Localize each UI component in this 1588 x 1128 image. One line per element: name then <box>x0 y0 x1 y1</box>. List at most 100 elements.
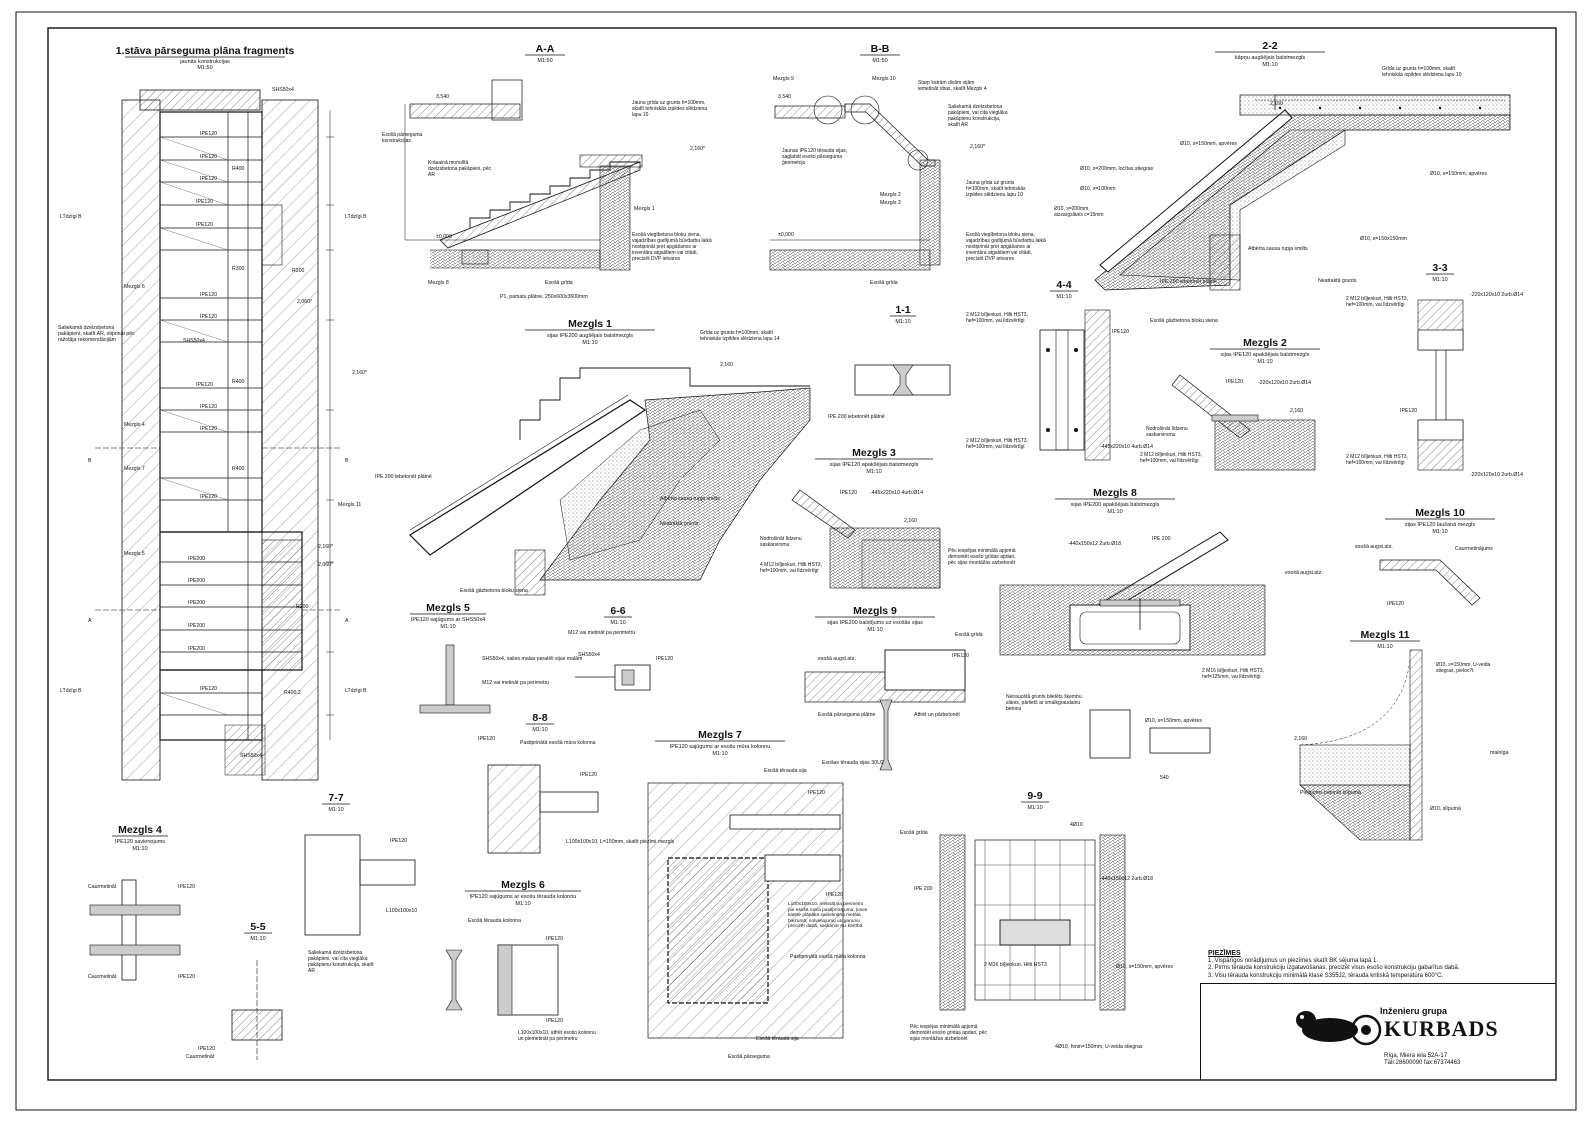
svg-text:IPE200: IPE200 <box>188 556 205 562</box>
svg-text:esošā augst.atz.: esošā augst.atz. <box>1355 544 1393 550</box>
svg-text:IPE200: IPE200 <box>188 623 205 629</box>
detail-mezgls-3: Mezgls 3 sijas IPE120 apakšējais balstme… <box>760 447 941 589</box>
svg-text:Ø10, slīpumā: Ø10, slīpumā <box>1430 806 1461 812</box>
section-3-3: 3-3 M1:10 IPE120 -220x120x10 2urb.Ø14 -2… <box>1346 262 1523 478</box>
detail-mezgls-5: Mezgls 5 IPE120 sajūgums ar SHS50x4 M1:1… <box>410 602 582 742</box>
svg-text:A: A <box>345 618 349 624</box>
svg-text:IPE200: IPE200 <box>188 600 205 606</box>
svg-text:2,160*: 2,160* <box>970 144 985 150</box>
svg-text:Atfrēt un pārbetonēt: Atfrēt un pārbetonēt <box>914 712 960 718</box>
section-mark-b-bottom: LTdzīgi B <box>60 688 82 694</box>
detail-mezgls-11: Mezgls 11 M1:10 2,160 Plejājums betonēt … <box>1294 629 1509 841</box>
svg-text:M1:10: M1:10 <box>866 469 881 475</box>
plan-beam-labels: IPE120 IPE120 IPE120 IPE120 IPE120 IPE12… <box>183 87 309 759</box>
section-9-9: 9-9 M1:10 Esošā grīda 4Ø10 IPE 200 -440x… <box>900 790 1173 1050</box>
svg-text:LTdzīgi B: LTdzīgi B <box>345 214 367 220</box>
address-line-2: Tālr.28600090 fax:67374463 <box>1384 1060 1461 1066</box>
svg-text:2,160: 2,160 <box>1290 408 1303 414</box>
svg-text:IPE120: IPE120 <box>580 772 597 778</box>
mezgls-10-title: Mezgls 10 <box>1415 507 1465 519</box>
svg-text:LTdzīgi B: LTdzīgi B <box>345 688 367 694</box>
svg-text:M1:10: M1:10 <box>867 627 882 633</box>
section-bb-title: B-B <box>871 43 890 55</box>
svg-text:Ø10, s=150mm, apvēres: Ø10, s=150mm, apvēres <box>1116 964 1173 970</box>
svg-text:Ø10, s=150mm, apvēres: Ø10, s=150mm, apvēres <box>1145 718 1202 724</box>
svg-text:Esošā grīda: Esošā grīda <box>545 280 573 286</box>
svg-text:sijas IPE200 augšējais balstme: sijas IPE200 augšējais balstmezgls <box>547 333 633 339</box>
detail-mezgls-4: Mezgls 4 IPE120 savienojums M1:10 Caurme… <box>88 824 195 981</box>
svg-text:Caurmetināt: Caurmetināt <box>88 884 117 890</box>
company-brand: KURBADS <box>1384 1016 1499 1041</box>
svg-text:M1:10: M1:10 <box>532 727 547 733</box>
svg-text:mainīga: mainīga <box>1490 750 1509 756</box>
section-6-6: 6-6 M1:10 M12 vai metināt pa perimetru S… <box>568 605 673 691</box>
mezgls-8-title: Mezgls 8 <box>1093 487 1137 499</box>
svg-text:IPE120: IPE120 <box>178 974 195 980</box>
svg-text:M1:10: M1:10 <box>1056 294 1071 300</box>
mezgls-2-title: Mezgls 2 <box>1243 337 1287 349</box>
address-line-1: Rīga, Miera iela 52A-17 <box>1384 1053 1448 1059</box>
svg-text:2,160: 2,160 <box>904 518 917 524</box>
plan-left-wall <box>121 99 161 781</box>
svg-text:4-4: 4-4 <box>1056 279 1071 291</box>
section-aa-title: A-A <box>536 43 555 55</box>
svg-text:6-6: 6-6 <box>610 605 625 617</box>
mezgls-9-title: Mezgls 9 <box>853 605 897 617</box>
svg-text:IPE 200 iebetonēt plātnē: IPE 200 iebetonēt plātnē <box>1160 279 1217 285</box>
svg-text:SHS50x4: SHS50x4 <box>578 652 600 658</box>
svg-text:SHS50x4, sailes malas paralēli: SHS50x4, sailes malas paralēli sijas mal… <box>482 656 582 662</box>
svg-text:IPE120: IPE120 <box>196 199 213 205</box>
svg-text:R400: R400 <box>232 166 245 172</box>
svg-text:Esošas tērauda sijas 30U2: Esošas tērauda sijas 30U2 <box>822 760 884 766</box>
svg-text:Ø10, s=100mm: Ø10, s=100mm <box>1080 186 1116 192</box>
svg-text:2,160: 2,160 <box>1270 101 1283 107</box>
detail-mezgls-7: Mezgls 7 IPE120 sajūgums ar esošu mūra k… <box>647 729 867 1060</box>
svg-text:Ø10, s=150x150mm: Ø10, s=150x150mm <box>1360 236 1407 242</box>
section-4-4: 4-4 M1:10 IPE120 -445x220x10 4urb.Ø14 2 … <box>966 279 1153 461</box>
svg-text:M1:10: M1:10 <box>515 901 530 907</box>
svg-text:IPE120: IPE120 <box>196 222 213 228</box>
svg-text:IPE120: IPE120 <box>200 494 217 500</box>
svg-text:M1:10: M1:10 <box>712 751 727 757</box>
svg-text:IPE120: IPE120 <box>478 736 495 742</box>
svg-text:IPE120: IPE120 <box>840 490 857 496</box>
svg-text:IPE120: IPE120 <box>952 653 969 659</box>
svg-text:IPE 200 iebetonēt plātnē: IPE 200 iebetonēt plātnē <box>828 414 885 420</box>
svg-text:540: 540 <box>1160 775 1169 781</box>
svg-text:IPE 200 iebetonēt plātnē: IPE 200 iebetonēt plātnē <box>375 474 432 480</box>
svg-text:Mezgls 4: Mezgls 4 <box>124 422 145 428</box>
svg-text:Esošā grīda: Esošā grīda <box>900 830 928 836</box>
svg-text:Ø10, s=150mm, apvēres: Ø10, s=150mm, apvēres <box>1430 171 1487 177</box>
svg-text:IPE120: IPE120 <box>200 404 217 410</box>
svg-text:M1:10: M1:10 <box>1377 644 1392 650</box>
svg-text:IPE120: IPE120 <box>546 936 563 942</box>
svg-text:B: B <box>345 458 349 464</box>
svg-text:kāpņu augšējais balstmezgls: kāpņu augšējais balstmezgls <box>1235 55 1306 61</box>
svg-text:IPE120: IPE120 <box>390 838 407 844</box>
section-2-2: 2-2 kāpņu augšējais balstmezgls M1:10 2,… <box>1054 40 1511 324</box>
svg-text:1-1: 1-1 <box>895 304 910 316</box>
svg-text:M1:10: M1:10 <box>250 936 265 942</box>
plan-right-wall <box>261 99 319 781</box>
plan-scale: M1:50 <box>197 65 212 71</box>
company-address: Rīga, Miera iela 52A-17 Tālr.28600090 fa… <box>1384 1053 1460 1067</box>
svg-text:IPE120: IPE120 <box>178 884 195 890</box>
svg-text:IPE120: IPE120 <box>200 314 217 320</box>
svg-text:R200: R200 <box>292 268 305 274</box>
svg-text:M1:50: M1:50 <box>872 58 887 64</box>
svg-text:sijas IPE200 balstījums uz eso: sijas IPE200 balstījums uz esošās sijas <box>827 620 923 626</box>
svg-text:3,540: 3,540 <box>436 94 449 100</box>
svg-text:±0,000: ±0,000 <box>436 234 452 240</box>
svg-text:IPE 200: IPE 200 <box>914 886 933 892</box>
svg-text:2,160*: 2,160* <box>352 370 367 376</box>
svg-text:R300: R300 <box>232 266 245 272</box>
svg-text:2,160: 2,160 <box>1294 736 1307 742</box>
section-7-7: 7-7 M1:10 IPE120 L100x100x10 <box>304 792 417 936</box>
svg-text:Mezgls 3: Mezgls 3 <box>880 200 901 206</box>
detail-mezgls-10: Mezgls 10 sijas IPE120 laušanā mezgls M1… <box>1355 507 1495 607</box>
mezgls-6-title: Mezgls 6 <box>501 879 545 891</box>
svg-text:sijas IPE120 apakšējais balstm: sijas IPE120 apakšējais balstmezgls <box>830 462 919 468</box>
svg-text:±0,000: ±0,000 <box>778 232 794 238</box>
svg-text:A: A <box>88 618 92 624</box>
